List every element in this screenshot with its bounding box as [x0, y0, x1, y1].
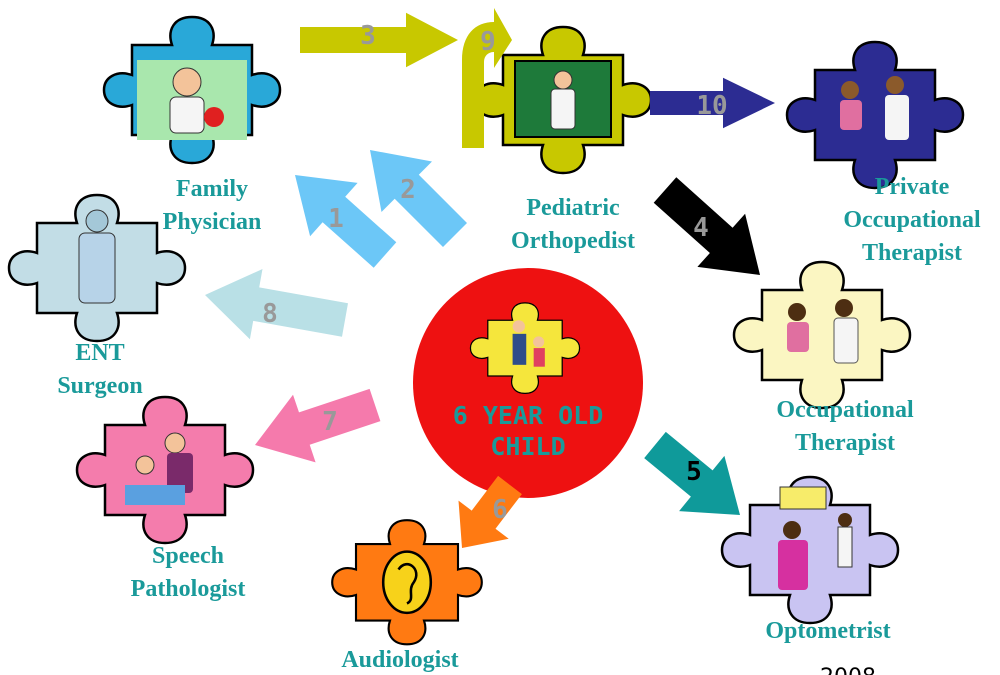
speech-pathologist-piece [75, 395, 255, 545]
pediatric-orthopedist-piece [473, 25, 653, 175]
audiologist-piece [331, 519, 483, 646]
arrow-2-number: 2 [400, 175, 416, 205]
arrow-3: 3 [300, 12, 458, 68]
arrow-8-shape [205, 269, 348, 340]
arrow-2-shape [370, 150, 467, 247]
private-ot-label-1: Private [875, 174, 950, 200]
arrow-layer: 1 2 3 4 5 6 7 8 9 10 [205, 8, 775, 548]
ot-therapist-patient-icon [787, 299, 859, 364]
child-node: 6 YEAR OLD CHILD [413, 268, 643, 498]
arrow-1-shape [295, 175, 397, 268]
footer-fragment: 2008 [820, 665, 876, 675]
orthopedist-doctor-icon [550, 70, 576, 130]
arrow-6-shape [458, 475, 522, 548]
speech-pathologist-label-1: Speech [152, 543, 224, 569]
optometrist-piece [720, 475, 900, 625]
eye-chart-icon [778, 486, 853, 590]
child-piece [469, 302, 581, 394]
arrow-6-number: 6 [492, 495, 508, 525]
arrow-5-shape [644, 431, 740, 515]
ent-surgeon-label-2: Surgeon [57, 373, 142, 399]
parent-child-icon [512, 320, 545, 367]
doctor-icon [169, 67, 224, 134]
arrow-4-shape [653, 177, 760, 275]
ent-surgeon-label-1: ENT [75, 340, 124, 366]
surgeon-icon [78, 209, 116, 304]
arrow-5-number: 5 [686, 457, 702, 487]
arrow-8: 8 [205, 269, 348, 340]
arrow-10-shape [650, 77, 775, 129]
arrow-7-shape [255, 388, 381, 463]
occupational-therapist-label-1: Occupational [776, 397, 914, 423]
occupational-therapist-label-2: Therapist [795, 430, 895, 456]
ear-icon [381, 550, 433, 615]
arrow-4: 4 [653, 177, 760, 275]
arrow-9-shape [462, 8, 512, 148]
pediatric-orthopedist-label-2: Orthopedist [511, 228, 635, 254]
arrow-1-number: 1 [328, 204, 344, 234]
speech-pathologist-label-2: Pathologist [131, 576, 246, 602]
family-physician-label-1: Family [176, 176, 248, 202]
arrow-6: 6 [458, 475, 522, 548]
arrow-3-shape [300, 12, 458, 68]
arrow-10: 10 [650, 77, 775, 129]
arrow-9: 9 [462, 8, 512, 148]
private-ot-label-2: Occupational [843, 207, 981, 233]
arrow-1: 1 [295, 175, 397, 268]
private-ot-piece [785, 40, 965, 190]
ent-surgeon-piece [7, 193, 187, 343]
family-physician-label-2: Physician [163, 209, 262, 235]
arrow-7: 7 [255, 388, 381, 463]
private-ot-label-3: Therapist [862, 240, 962, 266]
arrow-5: 5 [644, 431, 740, 515]
arrow-2: 2 [370, 150, 467, 247]
family-physician-piece [102, 15, 282, 165]
speech-therapy-icon [125, 432, 193, 505]
optometrist-label: Optometrist [765, 618, 890, 644]
pediatric-orthopedist-label-1: Pediatric [526, 195, 620, 221]
audiologist-label: Audiologist [341, 647, 458, 673]
arrow-7-number: 7 [322, 407, 338, 437]
arrow-4-number: 4 [693, 213, 709, 243]
arrow-8-number: 8 [262, 299, 278, 329]
child-label-line2: CHILD [490, 432, 565, 461]
arrow-9-number: 9 [480, 27, 496, 57]
arrow-3-number: 3 [360, 21, 376, 51]
therapist-patient-icon [840, 76, 909, 140]
child-label-line1: 6 YEAR OLD [453, 401, 604, 430]
occupational-therapist-piece [732, 260, 912, 410]
arrow-10-number: 10 [696, 91, 727, 121]
